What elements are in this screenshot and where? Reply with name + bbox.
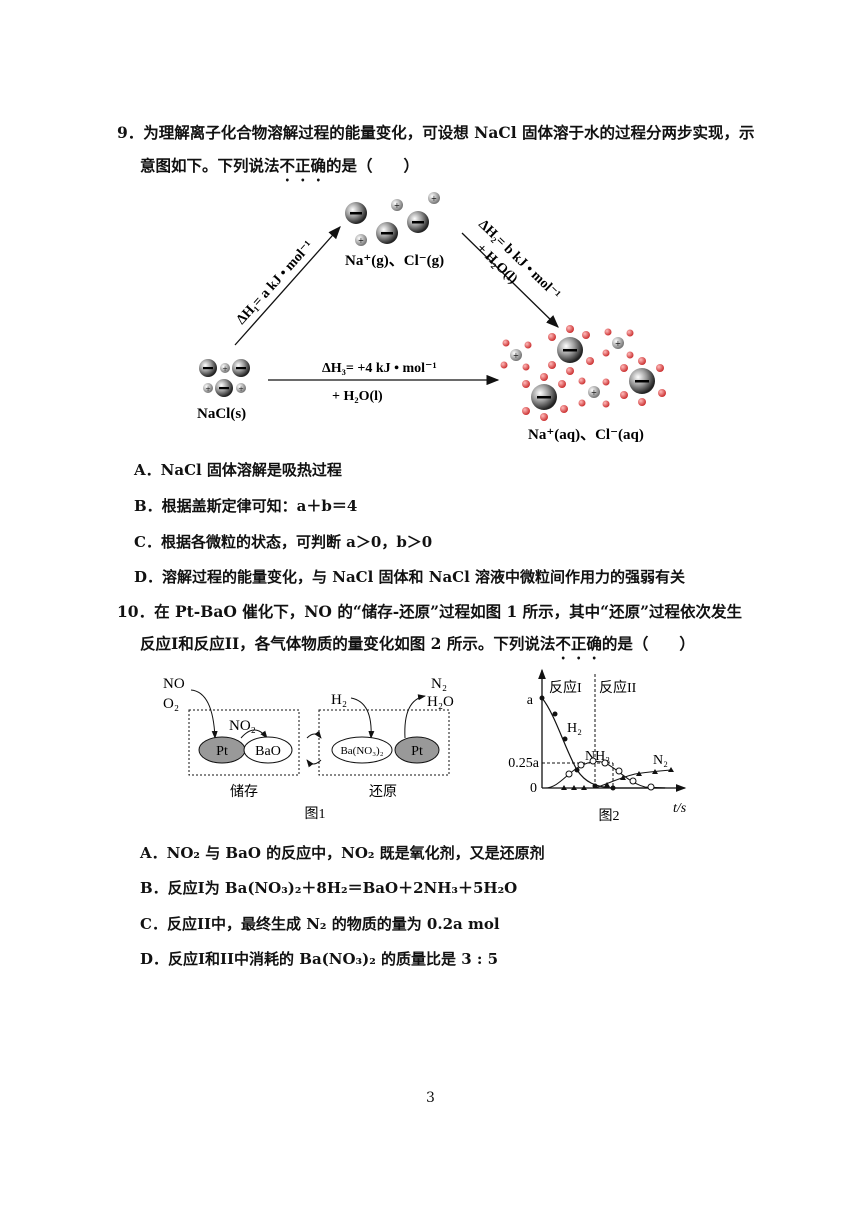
bao-ellipse [243,736,293,764]
svg-text:+: + [394,201,400,212]
fig1-reduce: 还原 [369,784,397,800]
fig1-no: NO [163,676,185,692]
q9-stem-part-a: 意图如下。下列说法 [140,156,280,175]
svg-text:+: + [431,194,437,205]
svg-text:+: + [222,364,227,374]
bano3-ellipse [331,736,393,764]
q9-stem-line1: 9．为理解离子化合物溶解过程的能量变化，可设想 NaCl 固体溶于水的过程分两步… [117,123,755,142]
q9-option-b: B．根据盖斯定律可知：a＋b＝4 [134,497,358,515]
figure-1: NO O₂ NO₂ Pt BaO 储存 H₂ N₂ H₂O Ba(NO₃)₂ P… [163,676,454,822]
fig2-y-025a: 0.25a [508,756,540,771]
dh2-arrow [461,232,559,328]
fig1-o2: O₂ [163,696,179,712]
svg-text:+: + [238,384,243,394]
nacl-solid-cluster: + + + [199,359,250,397]
fig1-store: 储存 [230,784,258,800]
figure-2: 反应I 反应II a 0.25a 0 H₂ NH₃ N₂ t/s 图2 [508,668,687,824]
h2-curve [541,697,665,789]
q10-option-b: B．反应I为 Ba(NO₃)₂＋8H₂＝BaO＋2NH₃＋5H₂O [140,879,518,897]
q9-stem-line2: 意图如下。下列说法不正确的是（ ） [140,151,419,185]
fig1-h2o: H₂O [427,694,454,710]
q10-stem-part-a: 反应I和反应II，各气体物质的量变化如图 2 所示。下列说法 [140,634,556,653]
fig2-caption: 图2 [599,809,620,824]
fig1-h2-arrow [350,697,375,739]
fig2-n2-label: N₂ [653,753,668,768]
storage-box [188,709,300,776]
dh1-label: ΔH₁= a kJ • mol⁻¹ [234,238,317,327]
cycle-arrow-bottom [306,759,322,768]
fig1-h2: H₂ [331,692,347,708]
fig2-xlabel: t/s [673,801,687,816]
q10-stem-line1: 10．在 Pt-BaO 催化下，NO 的“储存-还原”过程如图 1 所示，其中“… [117,602,742,621]
dh3-water-label: + H₂O(l) [332,389,383,404]
fig2-h2-label: H₂ [567,721,582,736]
right-label: Na⁺(aq)、Cl⁻(aq) [528,427,644,443]
fig2-reaction2: 反应II [599,679,637,696]
left-label: NaCl(s) [197,406,246,422]
q9-option-c: C．根据各微粒的状态，可判断 a＞0，b＞0 [134,533,433,551]
fig1-n2: N₂ [431,676,447,692]
dh3-label: ΔH₃= +4 kJ • mol⁻¹ [322,361,437,376]
fig2-reaction1: 反应I [549,679,582,696]
q10-emphasis: 不正确 [555,634,602,653]
q10-stem-part-b: 的是（ ） [601,634,695,653]
q10-option-c: C．反应II中，最终生成 N₂ 的物质的量为 0.2a mol [140,915,500,933]
fig1-pt: Pt [216,744,228,759]
fig1-bao: BaO [255,744,281,759]
q9-energy-diagram: + + + Na⁺(g)、Cl⁻(g) + + + NaCl(s) ΔH₁= a… [197,192,666,443]
q10-stem-line2: 反应I和反应II，各气体物质的量变化如图 2 所示。下列说法不正确的是（ ） [140,629,695,663]
nh3-points [565,757,655,791]
svg-text:+: + [615,339,621,350]
fig1-no-arrow [190,689,218,739]
dh1-arrow [234,226,341,346]
top-label: Na⁺(g)、Cl⁻(g) [345,253,444,269]
svg-text:+: + [591,388,597,399]
fig1-pt2: Pt [411,744,423,759]
svg-text:+: + [358,236,364,247]
fig2-y-0: 0 [530,781,537,796]
pt2-ellipse [394,736,440,764]
hydrated-ions-cluster: + + + [500,325,666,421]
reduction-box [318,709,450,776]
gas-ions-cluster: + + + [345,192,440,247]
page-number: 3 [426,1090,435,1106]
q10-option-a: A．NO₂ 与 BaO 的反应中，NO₂ 既是氧化剂，又是还原剂 [140,844,545,862]
n2-curve [594,769,672,789]
q9-stem-part-b: 的是（ ） [326,156,420,175]
fig1-product-arrow [404,694,426,739]
q9-option-a: A．NaCl 固体溶解是吸热过程 [134,461,342,479]
fig1-caption: 图1 [305,807,326,822]
fig1-no2: NO₂ [229,718,256,734]
fig1-bano3: Ba(NO₃)₂ [340,745,383,757]
n2-points [561,767,674,790]
q9-emphasis: 不正确 [279,156,327,175]
h2-points [539,695,616,791]
svg-text:+: + [205,384,210,394]
fig1-no2-arrow [240,729,268,739]
q9-option-d: D．溶解过程的能量变化，与 NaCl 固体和 NaCl 溶液中微粒间作用力的强弱… [134,568,686,586]
fig2-y-a: a [527,693,534,708]
cycle-arrow-top [306,730,322,739]
q10-option-d: D．反应I和II中消耗的 Ba(NO₃)₂ 的质量比是 3 : 5 [140,950,499,968]
svg-text:+: + [513,351,519,362]
